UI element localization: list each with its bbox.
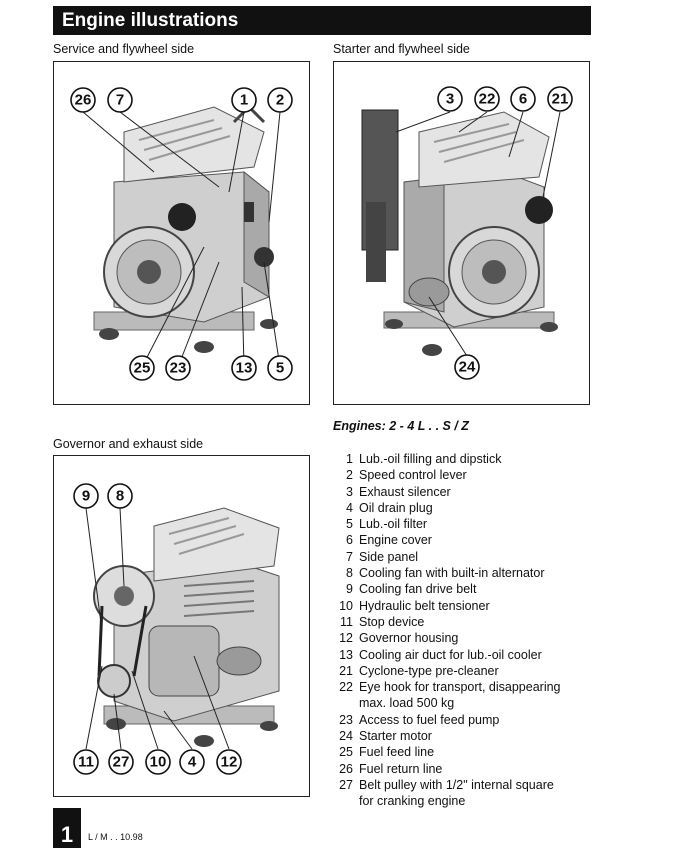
svg-text:9: 9 <box>82 488 90 505</box>
svg-text:4: 4 <box>188 754 197 771</box>
callout-9: 9 <box>73 483 99 509</box>
callout-27: 27 <box>108 749 134 775</box>
engines-label: Engines: 2 - 4 L . . S / Z <box>333 419 469 433</box>
callout-12: 12 <box>216 749 242 775</box>
svg-text:22: 22 <box>479 91 496 108</box>
svg-text:26: 26 <box>75 92 92 109</box>
callout-13: 13 <box>231 355 257 381</box>
callout-2: 2 <box>267 87 293 113</box>
callout-24: 24 <box>454 354 480 380</box>
callout-11: 11 <box>73 749 99 775</box>
engine-illustration-service-side: 26 7 1 2 25 23 13 5 <box>70 87 293 381</box>
figure-caption-governor-side: Governor and exhaust side <box>53 437 204 451</box>
callout-6: 6 <box>510 86 536 112</box>
svg-text:11: 11 <box>78 754 94 771</box>
svg-text:23: 23 <box>170 360 187 377</box>
svg-text:8: 8 <box>116 488 124 505</box>
footer-code: L / M . . 10.98 <box>88 832 143 842</box>
callout-1: 1 <box>231 87 257 113</box>
svg-text:25: 25 <box>134 360 151 377</box>
svg-text:24: 24 <box>459 359 476 376</box>
figure-governor-exhaust-side: 9 8 11 27 10 4 12 <box>53 455 310 797</box>
callout-25: 25 <box>129 355 155 381</box>
callout-7: 7 <box>107 87 133 113</box>
svg-text:27: 27 <box>113 754 130 771</box>
legend-item: for cranking engine <box>359 794 466 809</box>
svg-text:7: 7 <box>116 92 124 109</box>
svg-text:21: 21 <box>552 91 569 108</box>
engine-illustration-starter-side: 3 22 6 21 24 <box>361 86 573 380</box>
callout-23: 23 <box>165 355 191 381</box>
callout-10: 10 <box>145 749 171 775</box>
svg-text:5: 5 <box>276 360 284 377</box>
svg-text:12: 12 <box>221 754 238 771</box>
callout-26: 26 <box>70 87 96 113</box>
svg-text:6: 6 <box>519 91 527 108</box>
callout-3: 3 <box>437 86 463 112</box>
callout-4: 4 <box>179 749 205 775</box>
figure-caption-starter-side: Starter and flywheel side <box>333 42 470 56</box>
svg-text:1: 1 <box>240 92 248 109</box>
callout-8: 8 <box>107 483 133 509</box>
svg-text:13: 13 <box>236 360 253 377</box>
callout-21: 21 <box>547 86 573 112</box>
figure-caption-service-side: Service and flywheel side <box>53 42 195 56</box>
svg-text:10: 10 <box>150 754 167 771</box>
svg-text:3: 3 <box>446 91 454 108</box>
callout-22: 22 <box>474 86 500 112</box>
page-number: 1 <box>53 808 81 848</box>
page-title: Engine illustrations <box>53 6 591 35</box>
figure-service-flywheel-side: 26 7 1 2 25 23 13 5 <box>53 61 310 405</box>
figure-starter-flywheel-side: 3 22 6 21 24 <box>333 61 590 405</box>
svg-text:2: 2 <box>276 92 284 109</box>
engine-illustration-governor-side: 9 8 11 27 10 4 12 <box>73 483 280 775</box>
legend-item: max. load 500 kg <box>359 696 455 711</box>
callout-5: 5 <box>267 355 293 381</box>
